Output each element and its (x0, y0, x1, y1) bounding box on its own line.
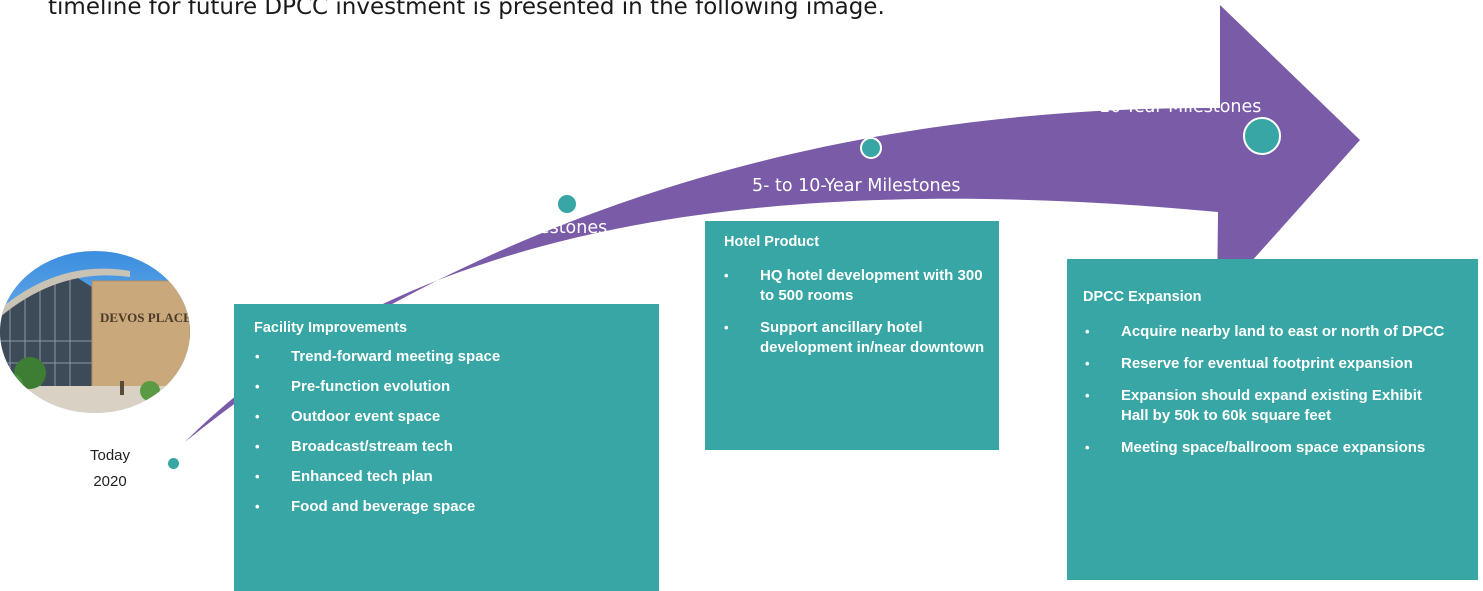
milestone-marker-5-year (556, 193, 578, 215)
milestone-marker-10-year (1243, 117, 1281, 155)
hotel-product-title: Hotel Product (724, 234, 820, 250)
start-label-today: Today (90, 447, 131, 464)
intro-text: timeline for future DPCC investment is p… (48, 0, 885, 20)
milestone-label-10-year: 10-Year Milestones (1099, 97, 1262, 117)
hotel-product-list: •HQ hotel development with 300 to 500 ro… (724, 266, 985, 358)
devos-place-sign: DEVOS PLACE (100, 310, 190, 325)
timeline-arrow-shape (185, 5, 1360, 442)
start-label: Today 2020 (90, 443, 130, 495)
facility-improvements-title: Facility Improvements (254, 320, 408, 336)
milestone-label-5-to-10-year: 5- to 10-Year Milestones (752, 176, 961, 196)
list-item: •Food and beverage space (255, 498, 476, 515)
dpcc-expansion-box: DPCC Expansion •Acquire nearby land to e… (1067, 259, 1478, 580)
list-item: •Pre-function evolution (255, 378, 451, 395)
start-marker (168, 458, 179, 469)
dpcc-expansion-title: DPCC Expansion (1083, 289, 1202, 305)
list-item: •Outdoor event space (255, 408, 441, 425)
dpcc-expansion-list: •Acquire nearby land to east or north of… (1083, 322, 1448, 458)
facility-improvements-box: Facility Improvements •Trend-forward mee… (234, 304, 659, 591)
list-item: •Enhanced tech plan (255, 468, 433, 485)
facility-improvements-list: •Trend-forward meeting space •Pre-functi… (254, 347, 659, 517)
milestone-marker-5-to-10-year (860, 137, 882, 159)
list-item: •Trend-forward meeting space (255, 348, 501, 365)
list-item: •HQ hotel development with 300 to 500 ro… (724, 267, 983, 304)
devos-place-photo: DEVOS PLACE (0, 251, 190, 413)
list-item: •Expansion should expand existing Exhibi… (1085, 387, 1422, 424)
start-label-year: 2020 (93, 473, 127, 490)
list-item: •Meeting space/ballroom space expansions (1085, 439, 1426, 456)
milestone-label-5-year: 5-Year Milestones (456, 218, 608, 238)
list-item: •Broadcast/stream tech (255, 438, 453, 455)
hotel-product-box: Hotel Product •HQ hotel development with… (705, 221, 999, 450)
list-item: •Support ancillary hotel development in/… (724, 319, 985, 356)
list-item: •Reserve for eventual footprint expansio… (1085, 355, 1413, 372)
list-item: •Acquire nearby land to east or north of… (1085, 323, 1445, 340)
